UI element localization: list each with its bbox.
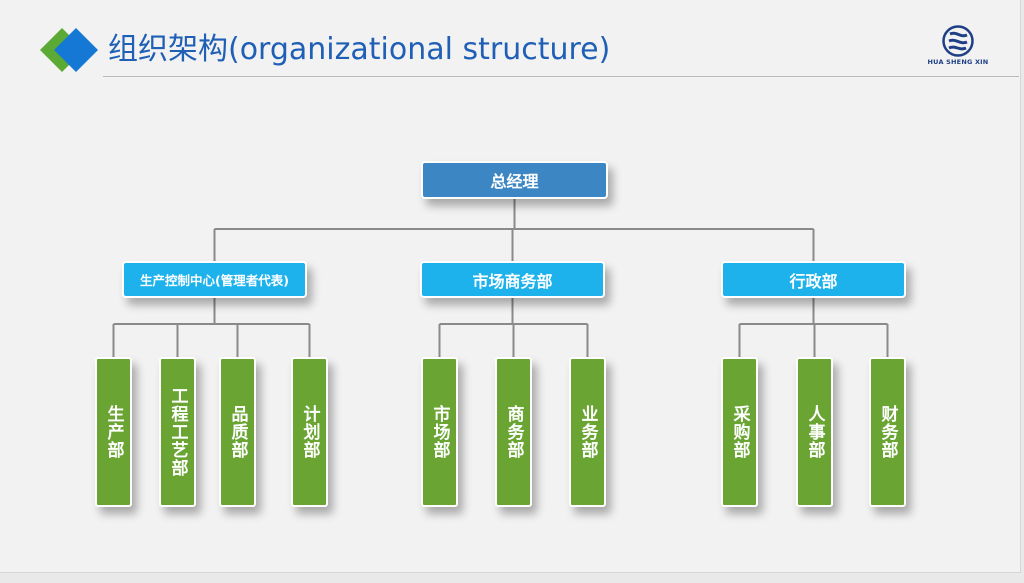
org-node-engineering: 工程工艺部 [159, 357, 196, 507]
org-node-marketing-business: 市场商务部 [420, 261, 605, 298]
title-diamond-icon [40, 28, 98, 72]
org-node-general-manager: 总经理 [421, 161, 608, 199]
org-node-sales: 业务部 [569, 357, 606, 507]
org-node-administration: 行政部 [721, 261, 906, 298]
org-node-commerce: 商务部 [495, 357, 532, 507]
org-node-hr: 人事部 [796, 357, 833, 507]
org-node-market: 市场部 [421, 357, 458, 507]
org-node-purchasing: 采购部 [721, 357, 758, 507]
org-node-quality: 品质部 [219, 357, 256, 507]
logo-emblem-icon [942, 25, 974, 57]
logo-text: HUA SHENG XIN [927, 58, 989, 66]
org-node-planning: 计划部 [291, 357, 328, 507]
slide: 组织架构(organizational structure) HUA SHENG… [0, 0, 1021, 573]
org-connectors [112, 199, 889, 357]
org-node-finance: 财务部 [869, 357, 906, 507]
page-title: 组织架构(organizational structure) [108, 32, 611, 67]
org-node-production-control: 生产控制中心(管理者代表) [122, 261, 307, 298]
header-divider [103, 76, 1019, 77]
org-node-production: 生产部 [95, 357, 132, 507]
company-logo: HUA SHENG XIN [922, 25, 994, 71]
